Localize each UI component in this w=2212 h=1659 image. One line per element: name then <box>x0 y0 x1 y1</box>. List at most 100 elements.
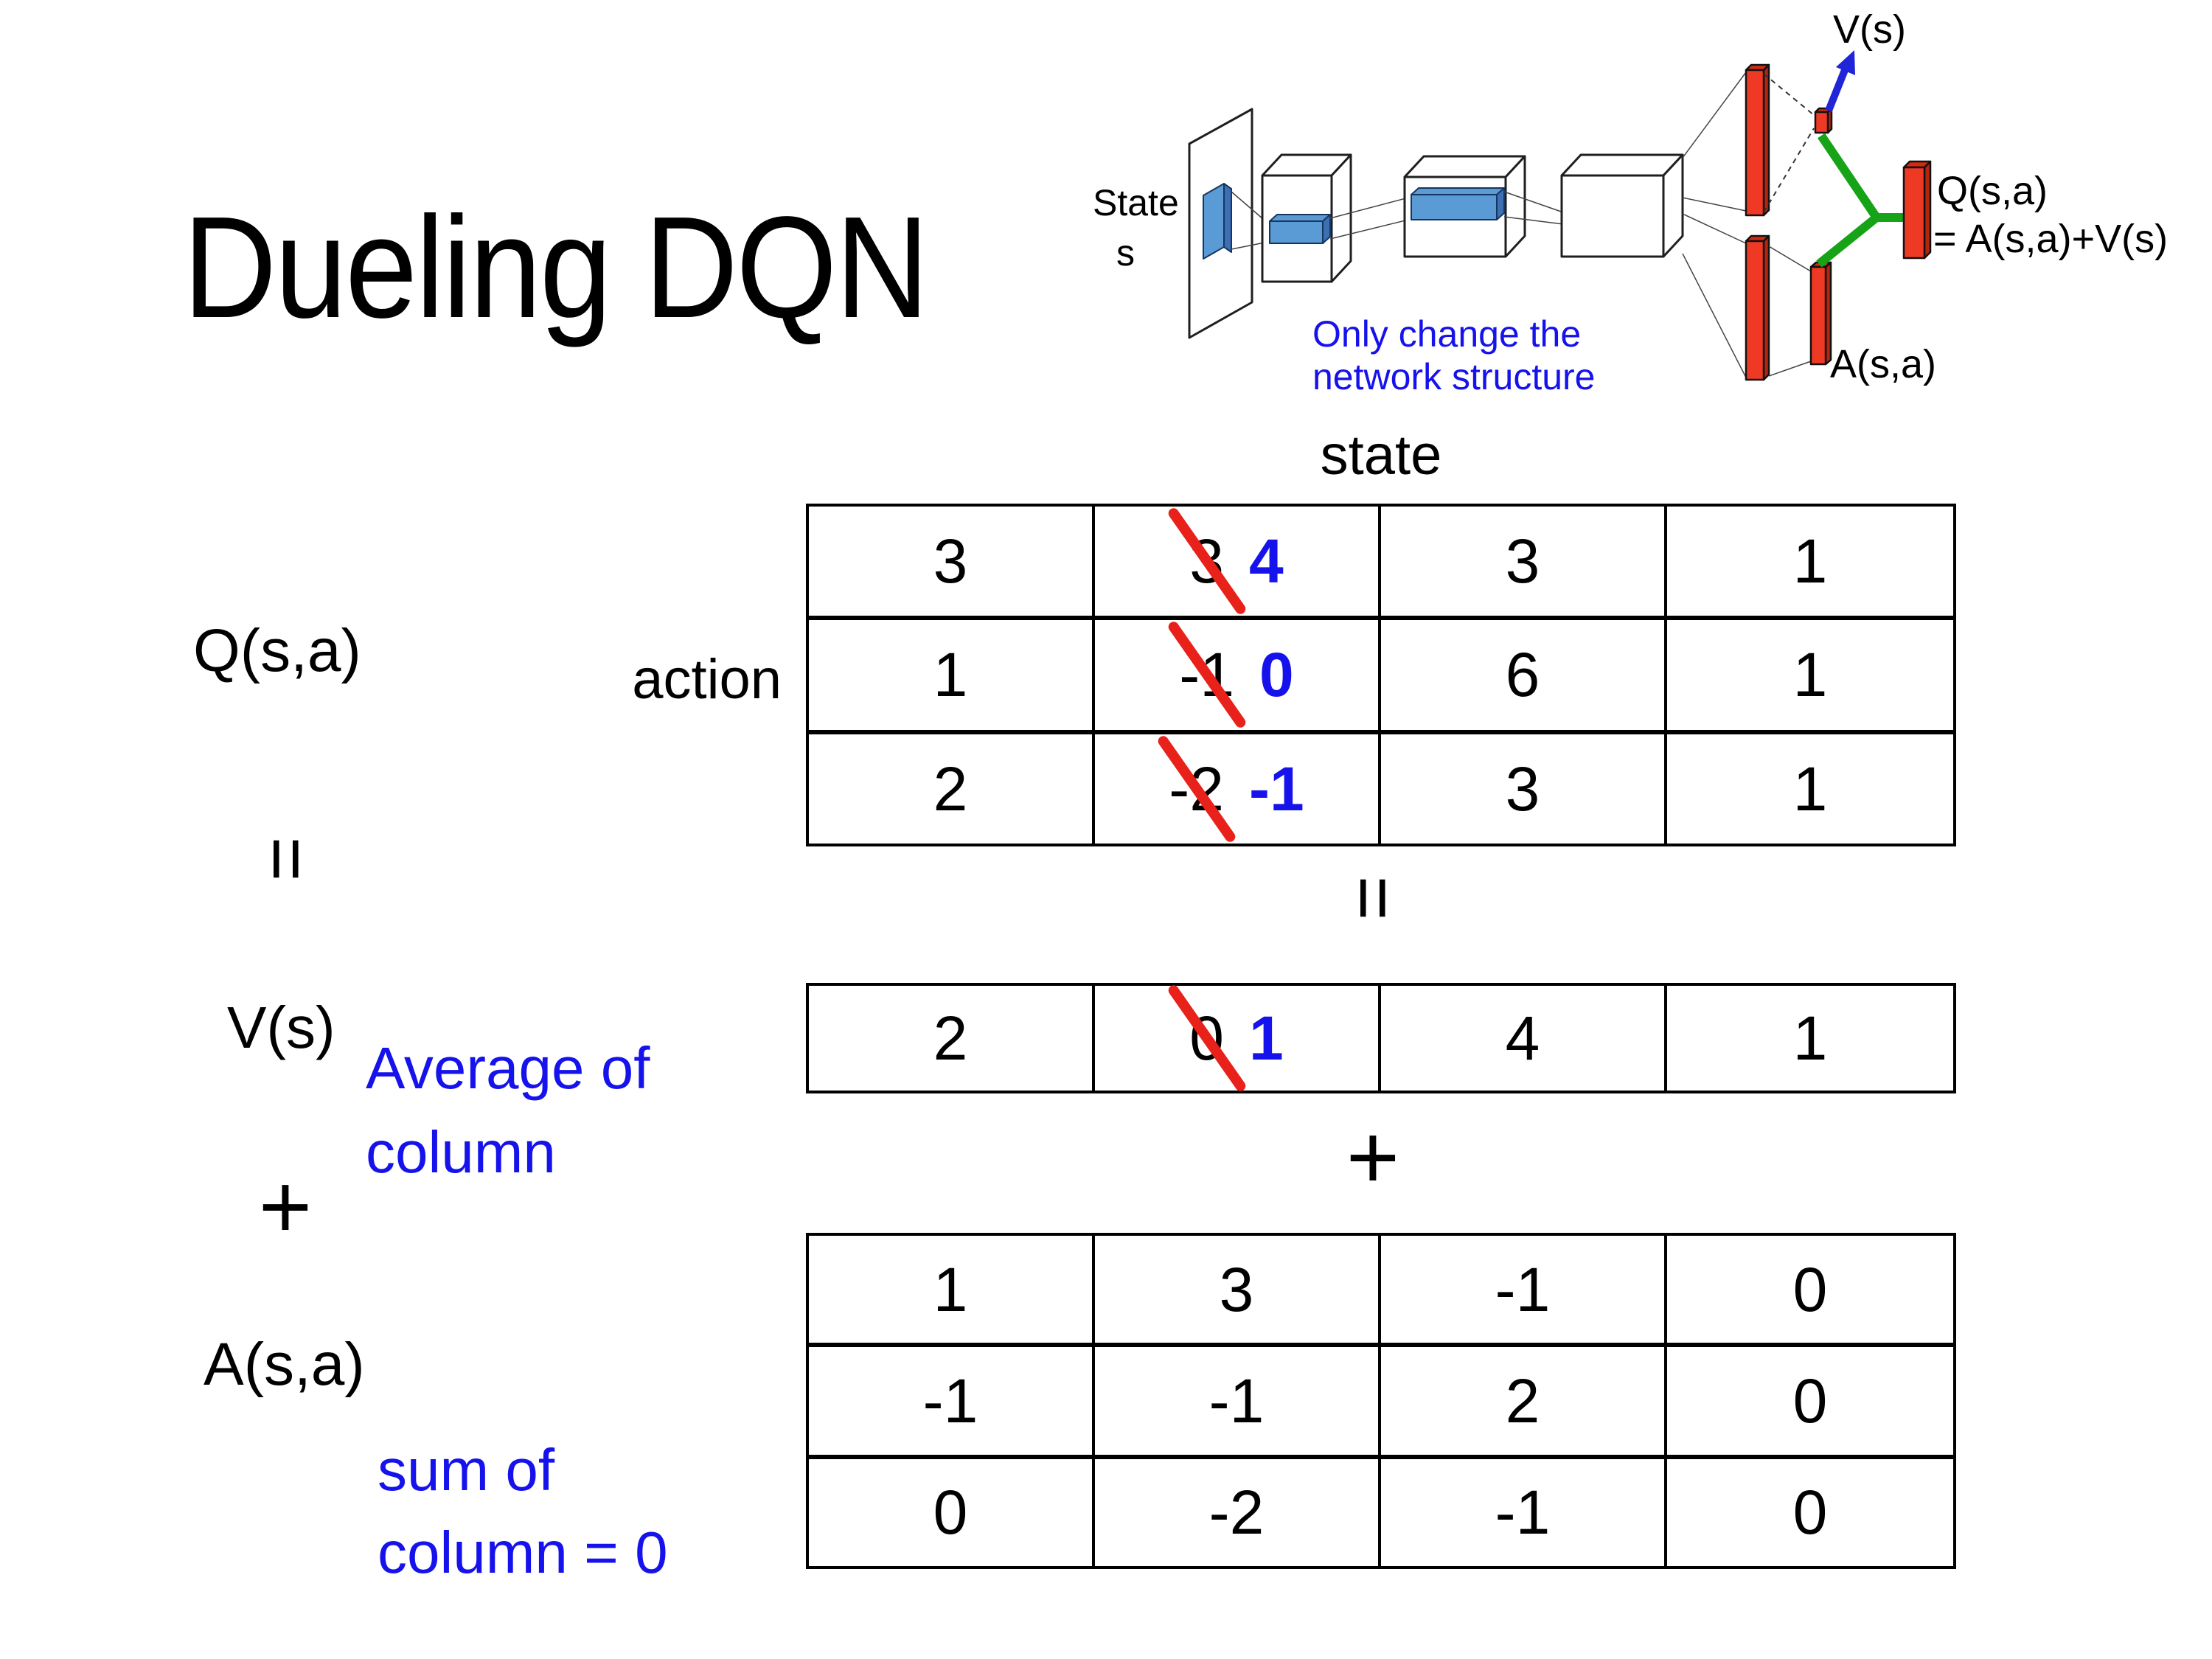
cell-value: 4 <box>1505 1004 1540 1073</box>
feature-bar-1 <box>1269 220 1324 244</box>
green-combiner <box>1816 133 1905 268</box>
cell-value: 2 <box>933 1004 968 1073</box>
table-cell: 0 <box>1667 1236 1953 1348</box>
cell-value: 1 <box>1792 754 1828 824</box>
plus-symbol-left: + <box>241 1159 330 1255</box>
table-cell: 6 <box>1381 620 1667 734</box>
diagram-note-line2: network structure <box>1312 356 1595 397</box>
slide-title: Dueling DQN <box>183 187 929 348</box>
feature-bar-2 <box>1411 194 1498 220</box>
diagram-state-label: State <box>1093 182 1179 223</box>
red-strike-line <box>1166 983 1248 1093</box>
dashed-connector <box>1763 128 1815 213</box>
table-cell: -2-1 <box>1095 734 1381 844</box>
table-cell: 3 <box>1381 734 1667 844</box>
cell-value: 0 <box>1792 1478 1828 1548</box>
table-cell: 1 <box>1667 507 1953 621</box>
plus-symbol-center: + <box>1329 1110 1417 1206</box>
table-cell: 1 <box>809 620 1095 734</box>
table-cell: -1 <box>1095 1347 1381 1459</box>
table-cell: -10 <box>1095 620 1381 734</box>
a-output-bar <box>1809 265 1827 366</box>
cell-value: 2 <box>1505 1366 1540 1436</box>
equals-symbol-center: = <box>1330 854 1416 942</box>
cell-value: 0 <box>1166 983 1248 1093</box>
table-cell: -1 <box>1381 1236 1667 1348</box>
table-cell: 0 <box>1667 1347 1953 1459</box>
diagram-q-output-label: Q(s,a) <box>1937 169 2048 213</box>
connector-line <box>1503 191 1564 213</box>
fc-box-top <box>1560 153 1684 177</box>
input-feature-slab-side <box>1223 183 1232 253</box>
input-feature-slab <box>1203 183 1225 260</box>
diagram-state-s-label: s <box>1116 232 1135 274</box>
cell-value: -1 <box>1166 620 1248 730</box>
connector-line <box>1329 218 1412 240</box>
cell-value: 3 <box>1219 1254 1254 1324</box>
cell-value: 1 <box>1792 1004 1828 1073</box>
cell-value: -1 <box>1208 1366 1265 1436</box>
network-diagram: V(s) State s Q(s,a) = A(s,a)+V(s) A(s,a)… <box>1093 7 2168 397</box>
dashed-connector <box>1763 73 1815 116</box>
table-cell: 2 <box>1381 1347 1667 1459</box>
cell-value: 1 <box>1792 640 1828 710</box>
table-cell: 2 <box>809 734 1095 844</box>
table-cell: 1 <box>809 1236 1095 1348</box>
table-cell: -1 <box>1381 1458 1667 1566</box>
cell-value: -2 <box>1155 734 1237 844</box>
cell-value: 1 <box>933 1254 968 1324</box>
cell-value: 3 <box>933 526 968 597</box>
cell-value: 3 <box>1166 506 1248 616</box>
connector-line <box>1682 72 1747 159</box>
sum-note-line1: sum of <box>378 1437 555 1503</box>
q-matrix-label: Q(s,a) <box>193 617 361 684</box>
cell-value: -1 <box>1495 1254 1551 1324</box>
average-note: Average of column <box>366 1026 650 1194</box>
feature-bar-2-top <box>1411 187 1505 195</box>
conv-box-2-top <box>1403 155 1526 178</box>
table-cell: 0 <box>1667 1459 1953 1566</box>
red-strike-line <box>1155 734 1237 844</box>
table-cell: 34 <box>1095 506 1381 621</box>
diagram-v-output-label: V(s) <box>1833 7 1906 52</box>
cell-value: 0 <box>1792 1254 1828 1324</box>
cell-value: 1 <box>1792 526 1828 597</box>
connector-line <box>1503 216 1564 225</box>
cell-value: 0 <box>1792 1366 1828 1436</box>
diagram-note-line1: Only change the <box>1312 313 1581 355</box>
action-axis-label: action <box>632 648 782 711</box>
connector-line <box>1329 196 1412 219</box>
v-output-node <box>1814 111 1829 134</box>
a-stream-bar <box>1745 240 1765 381</box>
sum-note: sum of column = 0 <box>378 1429 668 1594</box>
cell-value: 3 <box>1505 526 1540 597</box>
plus-glyph: + <box>258 1156 313 1258</box>
v-arrow <box>1825 69 1848 112</box>
table-cell: 3 <box>809 507 1095 621</box>
plus-glyph: + <box>1346 1107 1400 1208</box>
sum-note-line2: column = 0 <box>378 1520 668 1585</box>
table-cell: 0 <box>809 1458 1095 1566</box>
diagram-a-output-label: A(s,a) <box>1830 342 1936 386</box>
v-vector: 20141 <box>806 983 1956 1093</box>
replacement-value: 4 <box>1249 526 1284 597</box>
cell-value: -1 <box>1495 1478 1551 1548</box>
cell-value: 6 <box>1505 640 1540 710</box>
v-stream-bar <box>1745 69 1765 217</box>
fc-box <box>1560 174 1665 258</box>
table-cell: 2 <box>809 986 1095 1091</box>
table-cell: -2 <box>1095 1458 1381 1566</box>
state-axis-label: state <box>1320 424 1442 487</box>
feature-bar-1-top <box>1269 214 1331 222</box>
table-cell: 1 <box>1667 734 1953 844</box>
q-output-bar <box>1902 166 1926 260</box>
cell-value: 3 <box>1505 754 1540 824</box>
connector-line <box>1768 246 1812 272</box>
table-cell: -1 <box>809 1347 1095 1459</box>
replacement-value: 0 <box>1259 640 1294 710</box>
average-note-line2: column <box>366 1119 556 1185</box>
cell-value: -2 <box>1208 1478 1265 1548</box>
cell-value: 2 <box>933 754 968 824</box>
